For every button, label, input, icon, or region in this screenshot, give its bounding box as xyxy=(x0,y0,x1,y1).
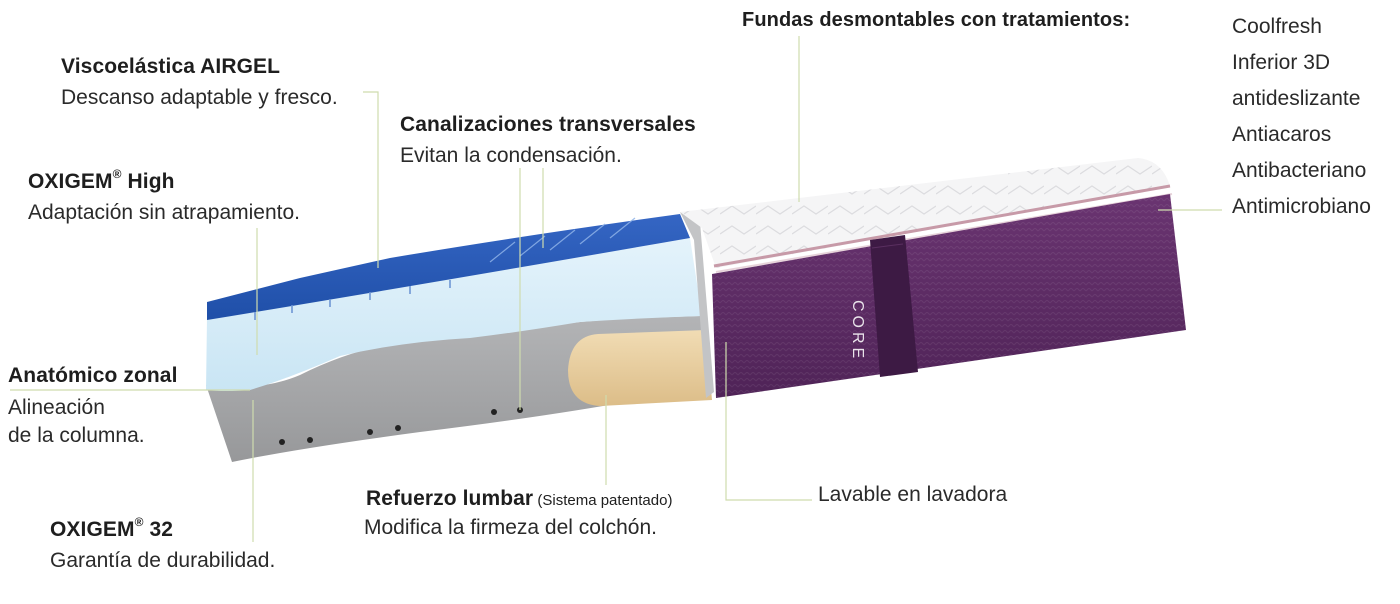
treatments-list: Coolfresh Inferior 3D antideslizante Ant… xyxy=(1232,12,1371,228)
comfort-foam-layer xyxy=(206,238,702,391)
callout-viscoelastica-desc: Descanso adaptable y fresco. xyxy=(61,86,338,109)
treatment-item: Antiacaros xyxy=(1232,123,1332,146)
airgel-top-layer xyxy=(207,214,690,320)
leader-viscoelastica xyxy=(363,91,379,268)
callout-oxigem-high-title: OXIGEM® High xyxy=(28,167,175,193)
treatment-item: Inferior 3D xyxy=(1232,51,1331,74)
callout-oxigem-32-title: OXIGEM® 32 xyxy=(50,515,174,541)
lumbar-reinforcement xyxy=(568,330,712,406)
callout-viscoelastica-title: Viscoelástica AIRGEL xyxy=(61,55,281,78)
treatment-item: Antibacteriano xyxy=(1232,159,1367,182)
treatment-item: antideslizante xyxy=(1232,87,1361,110)
callout-anatomico-desc-1: Alineación xyxy=(8,396,105,419)
callout-oxigem-high-desc: Adaptación sin atrapamiento. xyxy=(28,201,301,224)
treatment-item: Coolfresh xyxy=(1232,15,1322,38)
callout-fundas-title: Fundas desmontables con tratamientos: xyxy=(742,9,1131,31)
callout-refuerzo-desc: Modifica la firmeza del colchón. xyxy=(364,516,657,539)
brand-band xyxy=(870,235,918,377)
callout-oxigem-32-desc: Garantía de durabilidad. xyxy=(50,549,276,572)
callout-anatomico-desc-2: de la columna. xyxy=(8,424,145,447)
callout-anatomico-title: Anatómico zonal xyxy=(8,364,178,387)
callout-refuerzo-title: Refuerzo lumbar (Sistema patentado) xyxy=(366,487,673,510)
cover-edge xyxy=(680,212,714,398)
callout-canalizaciones-desc: Evitan la condensación. xyxy=(400,144,622,167)
treatment-item: Antimicrobiano xyxy=(1232,195,1371,218)
callout-lavable: Lavable en lavadora xyxy=(818,483,1008,506)
callout-canalizaciones-title: Canalizaciones transversales xyxy=(400,113,696,136)
leader-lavable xyxy=(725,342,812,501)
